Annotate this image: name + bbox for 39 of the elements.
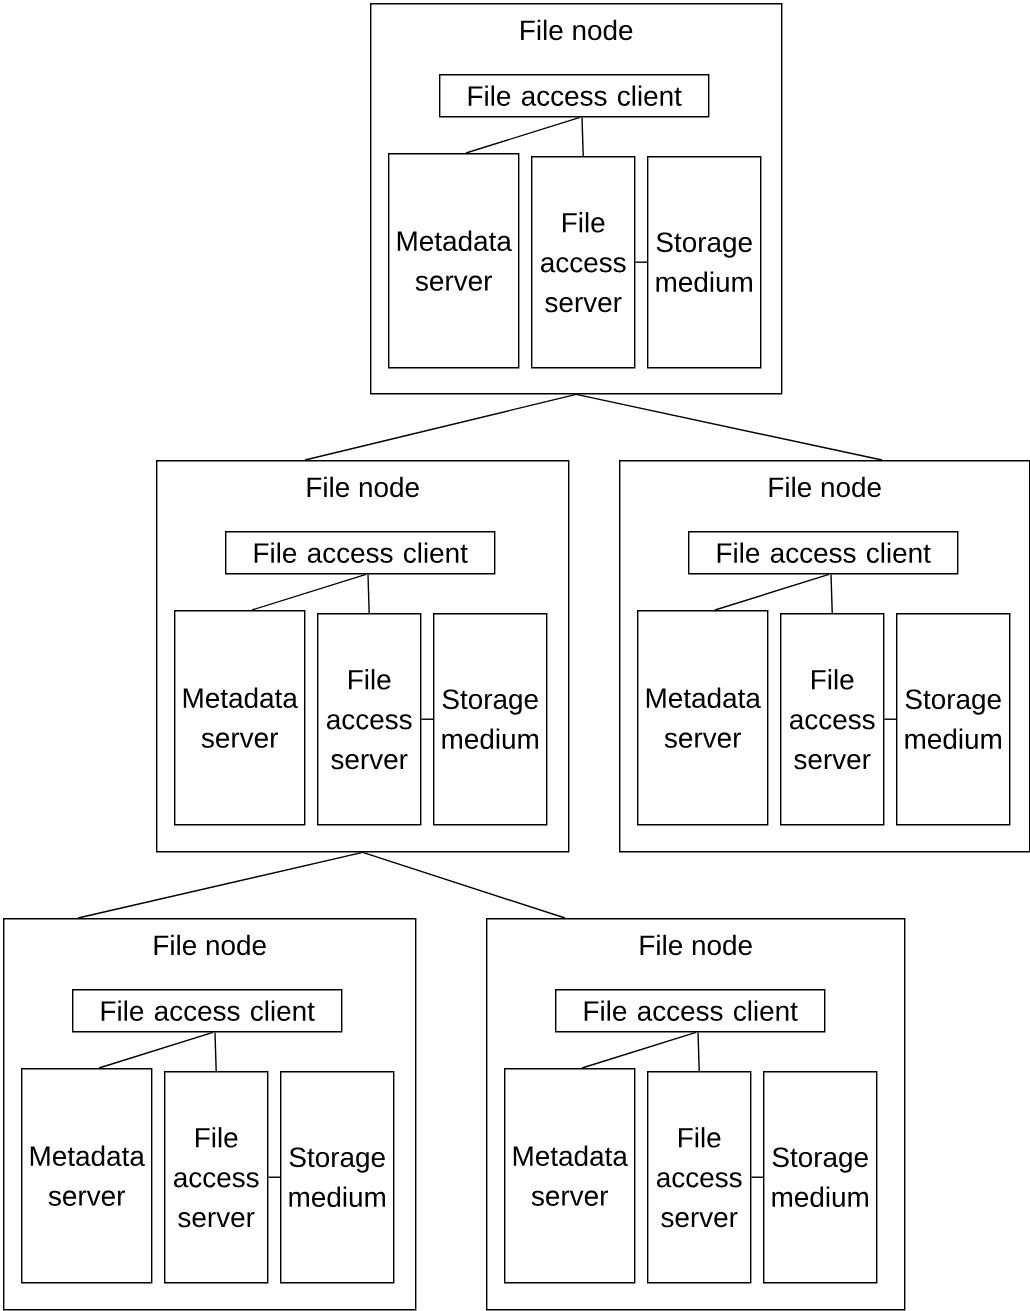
client-box: File access client [439, 74, 710, 118]
connector-line [750, 1176, 764, 1178]
server-box: File access server [647, 1071, 752, 1284]
server-box: File access server [531, 156, 636, 369]
server-box: Metadata server [637, 610, 769, 826]
client-box: File access client [555, 989, 826, 1033]
connector-line [77, 851, 364, 919]
connector-line [367, 573, 370, 614]
connector-line [697, 1031, 700, 1072]
storage-box: Storage medium [647, 156, 762, 369]
connector-line [714, 573, 830, 611]
connector-line [362, 851, 566, 919]
client-box: File access client [72, 989, 343, 1033]
server-box: Metadata server [174, 610, 306, 826]
server-box: File access server [780, 613, 885, 826]
connector-line [267, 1176, 281, 1178]
connector-line [465, 116, 581, 154]
server-box: File access server [317, 613, 422, 826]
client-box: File access client [225, 531, 496, 575]
connector-line [581, 1031, 697, 1069]
connector-line [581, 116, 584, 157]
connector-line [98, 1031, 214, 1069]
connector-line [420, 718, 434, 720]
client-box: File access client [688, 531, 959, 575]
storage-box: Storage medium [896, 613, 1011, 826]
server-box: Metadata server [388, 153, 520, 369]
connector-line [251, 573, 367, 611]
storage-box: Storage medium [763, 1071, 878, 1284]
connector-line [304, 393, 577, 461]
storage-box: Storage medium [433, 613, 548, 826]
connector-line [575, 393, 883, 461]
connector-line [634, 261, 648, 263]
connector-line [214, 1031, 217, 1072]
connector-line [883, 718, 897, 720]
server-box: File access server [164, 1071, 269, 1284]
server-box: Metadata server [504, 1068, 636, 1284]
connector-line [830, 573, 833, 614]
storage-box: Storage medium [280, 1071, 395, 1284]
server-box: Metadata server [21, 1068, 153, 1284]
